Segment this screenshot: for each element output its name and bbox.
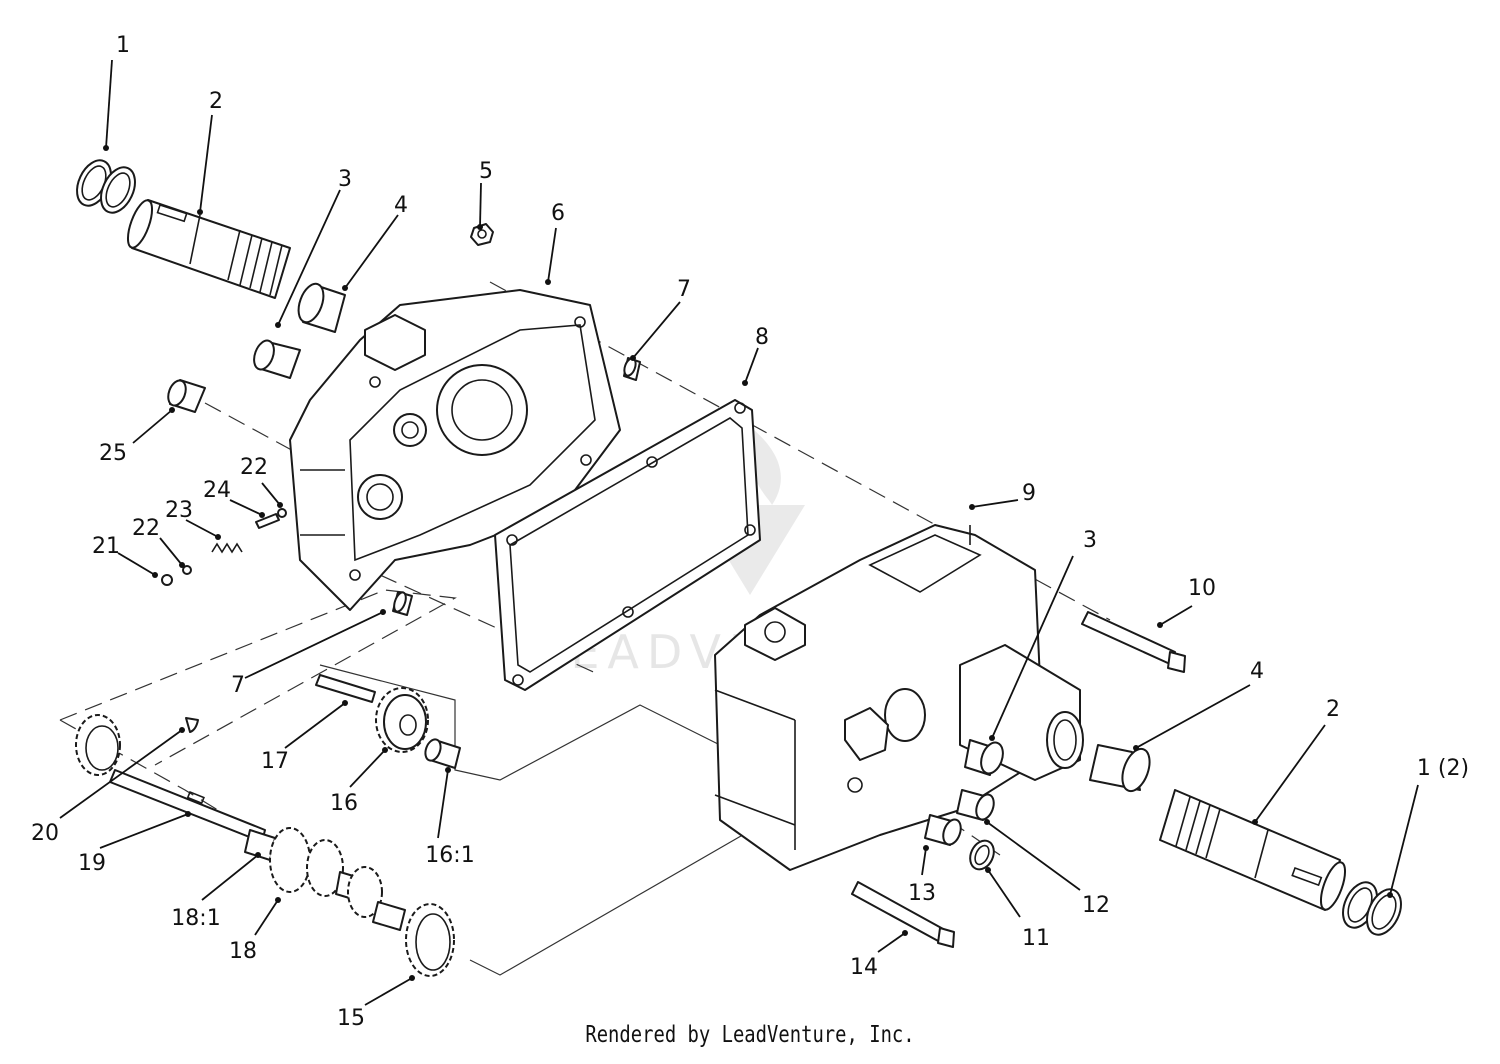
part-18-cluster-gear [269, 827, 406, 931]
part-16-gear [375, 687, 429, 753]
callout-15: 15 [337, 1006, 365, 1031]
callout-18: 18 [229, 939, 257, 964]
callout-22: 22 [240, 455, 268, 480]
part-13-bushing [924, 814, 962, 846]
callout-4: 4 [1250, 659, 1264, 684]
callout-7: 7 [231, 673, 245, 698]
part-22-ball-upper [277, 508, 287, 518]
callout-14: 14 [850, 955, 878, 980]
footer-credit: Rendered by LeadVenture, Inc. [585, 1022, 915, 1048]
part-6-left-housing [289, 289, 621, 611]
part-1-snap-rings-right [1342, 881, 1402, 936]
part-20-key [185, 717, 199, 733]
part-14-bolt [851, 881, 955, 948]
callout-22: 22 [132, 516, 160, 541]
part-16-1-bushing [424, 738, 461, 769]
callout-8: 8 [755, 325, 769, 350]
callout-16: 16 [330, 791, 358, 816]
callout-10: 10 [1188, 576, 1216, 601]
part-5-nut [470, 223, 494, 246]
part-4-bushing-right [1089, 744, 1151, 793]
callout-1: 1 [116, 33, 130, 58]
part-3-bushing-top [253, 339, 301, 379]
callout-2: 2 [1326, 697, 1340, 722]
part-12-bushing [956, 789, 995, 821]
part-7-dowel-pin-bottom [392, 591, 413, 616]
leader-lines [59, 59, 1419, 1006]
part-2-shaft-right [1159, 789, 1347, 911]
part-4-bushing-top [297, 282, 346, 333]
part-25-bushing [167, 379, 206, 413]
callout-3: 3 [1083, 528, 1097, 553]
part-24-plunger [255, 513, 280, 529]
part-19-shaft [75, 714, 266, 843]
callout-5: 5 [479, 159, 493, 184]
part-2-shaft-top [126, 199, 291, 299]
callout-21: 21 [92, 534, 120, 559]
part-10-bolt [1081, 611, 1186, 673]
callout-4: 4 [394, 193, 408, 218]
callout-23: 23 [165, 498, 193, 523]
callout-6: 6 [551, 201, 565, 226]
part-23-spring [211, 542, 243, 554]
part-1-snap-rings-top [76, 159, 136, 214]
part-8-gasket [494, 399, 761, 691]
callout-16-1: 16:1 [425, 843, 474, 868]
callout-19: 19 [78, 851, 106, 876]
callout-7: 7 [677, 277, 691, 302]
callout-25: 25 [99, 441, 127, 466]
part-22-ball-lower [182, 565, 192, 575]
part-21-ball [161, 574, 173, 586]
callout-18-1: 18:1 [171, 906, 220, 931]
callout-17: 17 [261, 749, 289, 774]
part-17-pin [315, 674, 376, 703]
callout-1-qty-2: 1 (2) [1417, 756, 1469, 781]
part-9-right-housing [714, 524, 1084, 871]
part-7-dowel-pin-top [623, 357, 641, 381]
leader-dots [103, 145, 1393, 981]
callout-9: 9 [1022, 481, 1036, 506]
part-15-gear [405, 903, 455, 977]
callout-labels: 1 2 3 4 5 6 7 8 25 22 24 23 22 21 7 9 3 … [31, 33, 1469, 1031]
callout-12: 12 [1082, 893, 1110, 918]
part-11-seal [969, 839, 995, 871]
callout-2: 2 [209, 89, 223, 114]
part-3-bushing-right [964, 739, 1004, 776]
callout-24: 24 [203, 478, 231, 503]
callout-13: 13 [908, 881, 936, 906]
callout-11: 11 [1022, 926, 1050, 951]
callout-3: 3 [338, 167, 352, 192]
callout-20: 20 [31, 821, 59, 846]
